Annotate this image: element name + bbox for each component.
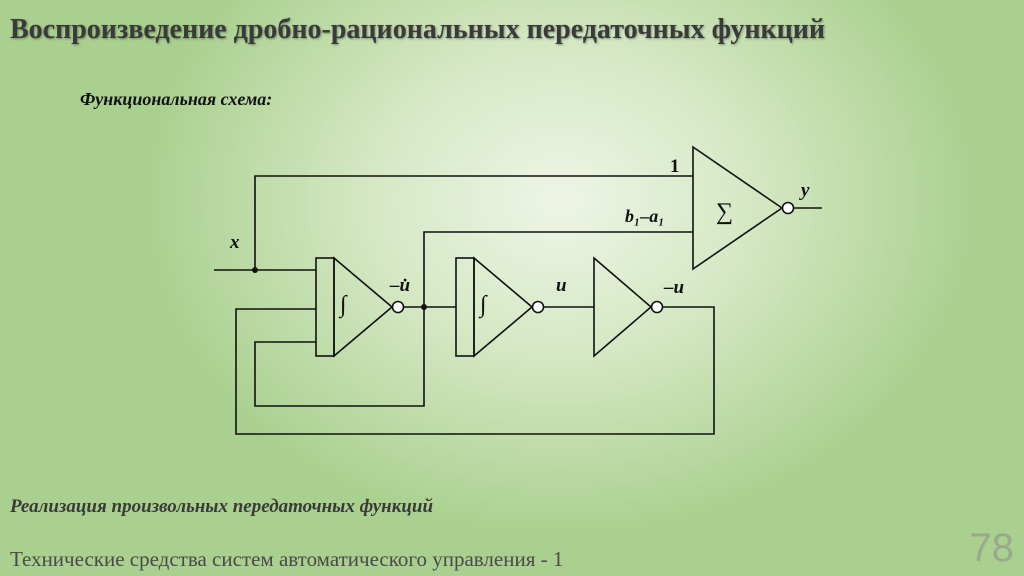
integrator-1-output-inverter <box>391 300 405 314</box>
integrator-2-output-inverter <box>531 300 545 314</box>
summing-amplifier-triangle <box>692 145 784 271</box>
sum-symbol: ∑ <box>716 199 733 225</box>
slide-number: 78 <box>969 526 1015 570</box>
label-signal-neg-u: –u <box>663 277 684 298</box>
integrator-1-symbol: ∫ <box>338 292 348 319</box>
junction-input <box>252 267 258 273</box>
integrator-1-block <box>315 257 335 357</box>
label-signal-u: u <box>556 275 567 296</box>
integrator-2-block <box>455 257 475 357</box>
course-name: Технические средства систем автоматическ… <box>10 547 564 571</box>
summing-amplifier-output-bubble <box>781 201 795 215</box>
diagram-caption: Функциональная схема: <box>80 89 273 109</box>
label-gain-b1-a1: b₁–a₁ <box>625 206 665 226</box>
label-signal-neg-udot: –u̇ <box>389 275 410 296</box>
section-heading: Реализация произвольных передаточных фун… <box>10 496 434 517</box>
label-output-y: y <box>799 180 810 201</box>
label-gain-1: 1 <box>670 156 680 177</box>
wire-negudot-to-sum <box>423 231 693 307</box>
inverter-triangle <box>593 256 653 358</box>
wire-feedback-outer <box>235 306 715 435</box>
wire-x-to-sum <box>254 175 693 270</box>
integrator-2-symbol: ∫ <box>478 292 488 319</box>
label-input-x: x <box>229 232 240 253</box>
inverter-output-bubble <box>650 300 664 314</box>
integrator-2-triangle <box>473 256 534 358</box>
integrator-1-triangle <box>333 256 394 358</box>
wire-feedback-inner <box>254 307 425 407</box>
junction-feedback <box>421 304 427 310</box>
page-title: Воспроизведение дробно-рациональных пере… <box>10 14 825 45</box>
